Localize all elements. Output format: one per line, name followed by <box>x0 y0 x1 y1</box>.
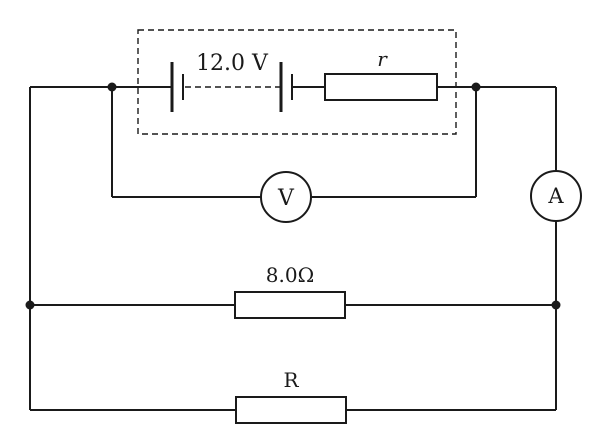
ammeter <box>530 170 582 222</box>
battery-emf-label: 12.0 V <box>196 51 269 76</box>
junction-mid-left <box>25 300 35 310</box>
junction-top-right <box>471 82 481 92</box>
junction-top-left <box>107 82 117 92</box>
junction-mid-right <box>551 300 561 310</box>
internal-resistor-label: r <box>377 47 388 71</box>
resistor-R-label: R <box>283 368 299 392</box>
resistor-8ohm <box>234 291 346 319</box>
resistor-R <box>235 396 347 424</box>
resistor-8ohm-label: 8.0Ω <box>266 263 314 287</box>
internal-resistor <box>324 73 438 101</box>
battery-symbol <box>170 62 293 112</box>
source-enclosure <box>137 29 457 135</box>
voltmeter <box>260 171 312 223</box>
ammeter-label: A <box>547 184 564 208</box>
voltmeter-label: V <box>277 186 295 211</box>
